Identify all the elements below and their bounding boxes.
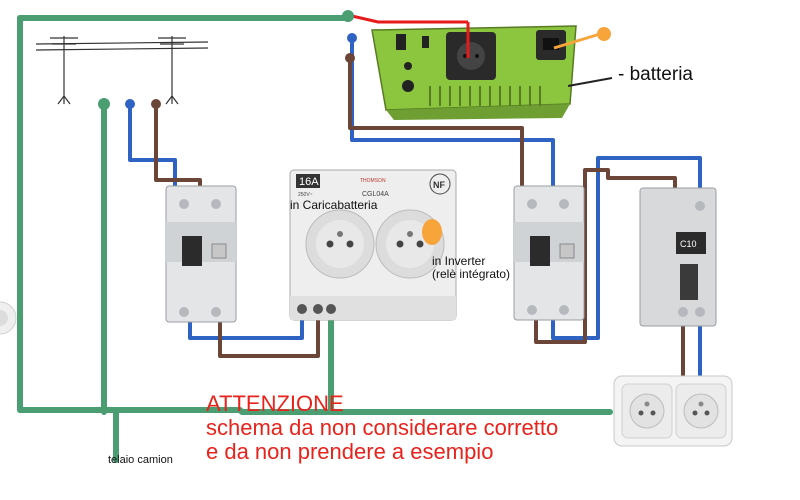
socket-rating: 16A <box>299 176 319 188</box>
inverter-label-line2: (relè intégrato) <box>432 267 511 281</box>
phase-wire-end <box>345 53 355 63</box>
socket-cert-mark: NF <box>433 180 445 190</box>
earth-wire-end <box>98 98 110 110</box>
socket-brand: THOMSON <box>360 178 386 184</box>
earth-wires <box>17 15 613 463</box>
inverter-label-line1: in Inverter <box>432 254 486 268</box>
wall-socket <box>613 375 733 447</box>
din-socket-module: 16A 250V~ THOMSON CGL04A NF <box>289 169 457 321</box>
socket-model: CGL04A <box>362 191 389 198</box>
marker-dot <box>422 219 442 245</box>
breaker-left <box>165 185 237 323</box>
breaker-right <box>513 185 585 321</box>
marker-dot <box>597 27 611 41</box>
charger-label: in Caricabatteria <box>290 198 378 212</box>
marker-line <box>553 32 601 50</box>
chassis-label: telaio camion <box>108 454 173 466</box>
partial-socket-edge <box>0 301 17 335</box>
phase-wires <box>154 58 685 376</box>
battery-cable <box>567 77 613 87</box>
warning-title: ATTENZIONE <box>206 391 344 416</box>
warning-line1: schema da non considerare corretto <box>206 415 559 440</box>
neutral-wires <box>128 38 702 376</box>
power-switch <box>396 34 406 50</box>
power-line-icon <box>35 36 209 105</box>
phase-wire-end <box>151 99 161 109</box>
socket-voltage: 250V~ <box>298 192 313 198</box>
usb-port <box>422 36 429 48</box>
battery-label: - batteria <box>618 64 693 85</box>
neutral-wire-end <box>347 33 357 43</box>
neutral-wire-end <box>125 99 135 109</box>
inverter-charger <box>371 25 577 120</box>
mcb-c10: C10 <box>639 187 717 327</box>
positive-wire <box>351 14 468 24</box>
mcb-rating: C10 <box>680 239 697 249</box>
warning-line2: e da non prendere a esempio <box>206 439 494 464</box>
earth-wire-end <box>342 10 354 22</box>
